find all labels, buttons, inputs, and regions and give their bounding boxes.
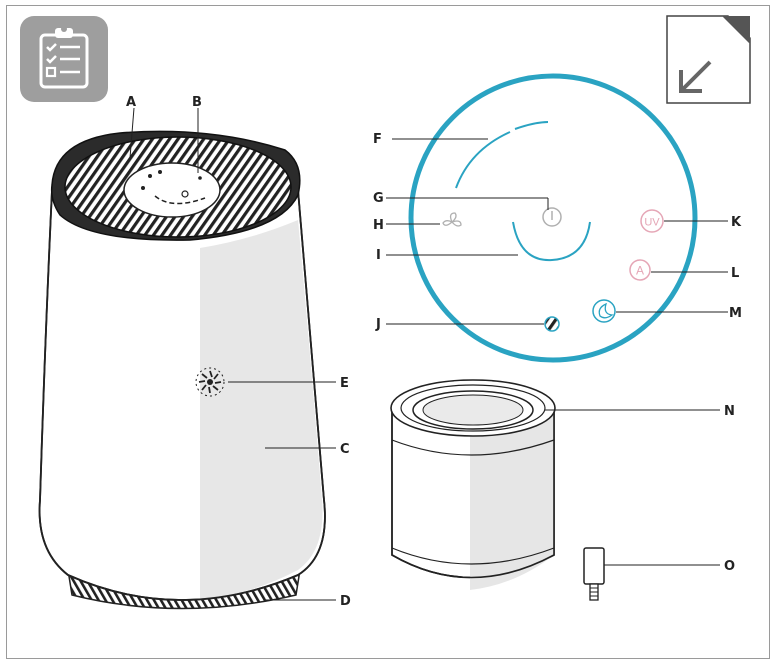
clipboard-checklist-icon [20, 16, 108, 102]
label-A: A [126, 95, 136, 110]
page-corner-arrow-icon [666, 15, 751, 104]
filter-cartridge [390, 379, 556, 590]
purifier-unit [38, 130, 326, 610]
uv-lamp [583, 547, 605, 601]
logo-swirl-icon [195, 367, 225, 397]
label-I: I [376, 248, 381, 263]
label-D: D [340, 594, 351, 609]
label-H: H [373, 218, 384, 233]
leader-lines [129, 107, 728, 601]
auto-mode-icon: A [629, 259, 651, 281]
power-icon [542, 207, 562, 227]
diagram-frame [6, 5, 770, 659]
sleep-mode-icon [592, 299, 616, 323]
label-L: L [731, 266, 739, 281]
control-panel-detail: UV A [408, 73, 698, 363]
label-N: N [724, 404, 735, 419]
label-O: O [724, 559, 735, 574]
control-panel-B [123, 162, 221, 218]
label-K: K [731, 215, 742, 230]
fan-speed-indicator-F [455, 131, 511, 189]
fan-icon [442, 212, 462, 227]
label-F: F [373, 132, 382, 147]
touch-arc-I [512, 221, 591, 262]
label-B: B [192, 95, 202, 110]
filter-indicator-icon [544, 316, 560, 332]
label-J: J [375, 317, 381, 332]
label-M: M [729, 306, 742, 321]
label-E: E [340, 376, 349, 391]
label-C: C [340, 442, 350, 457]
auto-icon-text: A [636, 264, 644, 278]
label-G: G [373, 191, 384, 206]
uv-icon-text: UV [644, 217, 660, 229]
uv-icon: UV [640, 209, 664, 233]
